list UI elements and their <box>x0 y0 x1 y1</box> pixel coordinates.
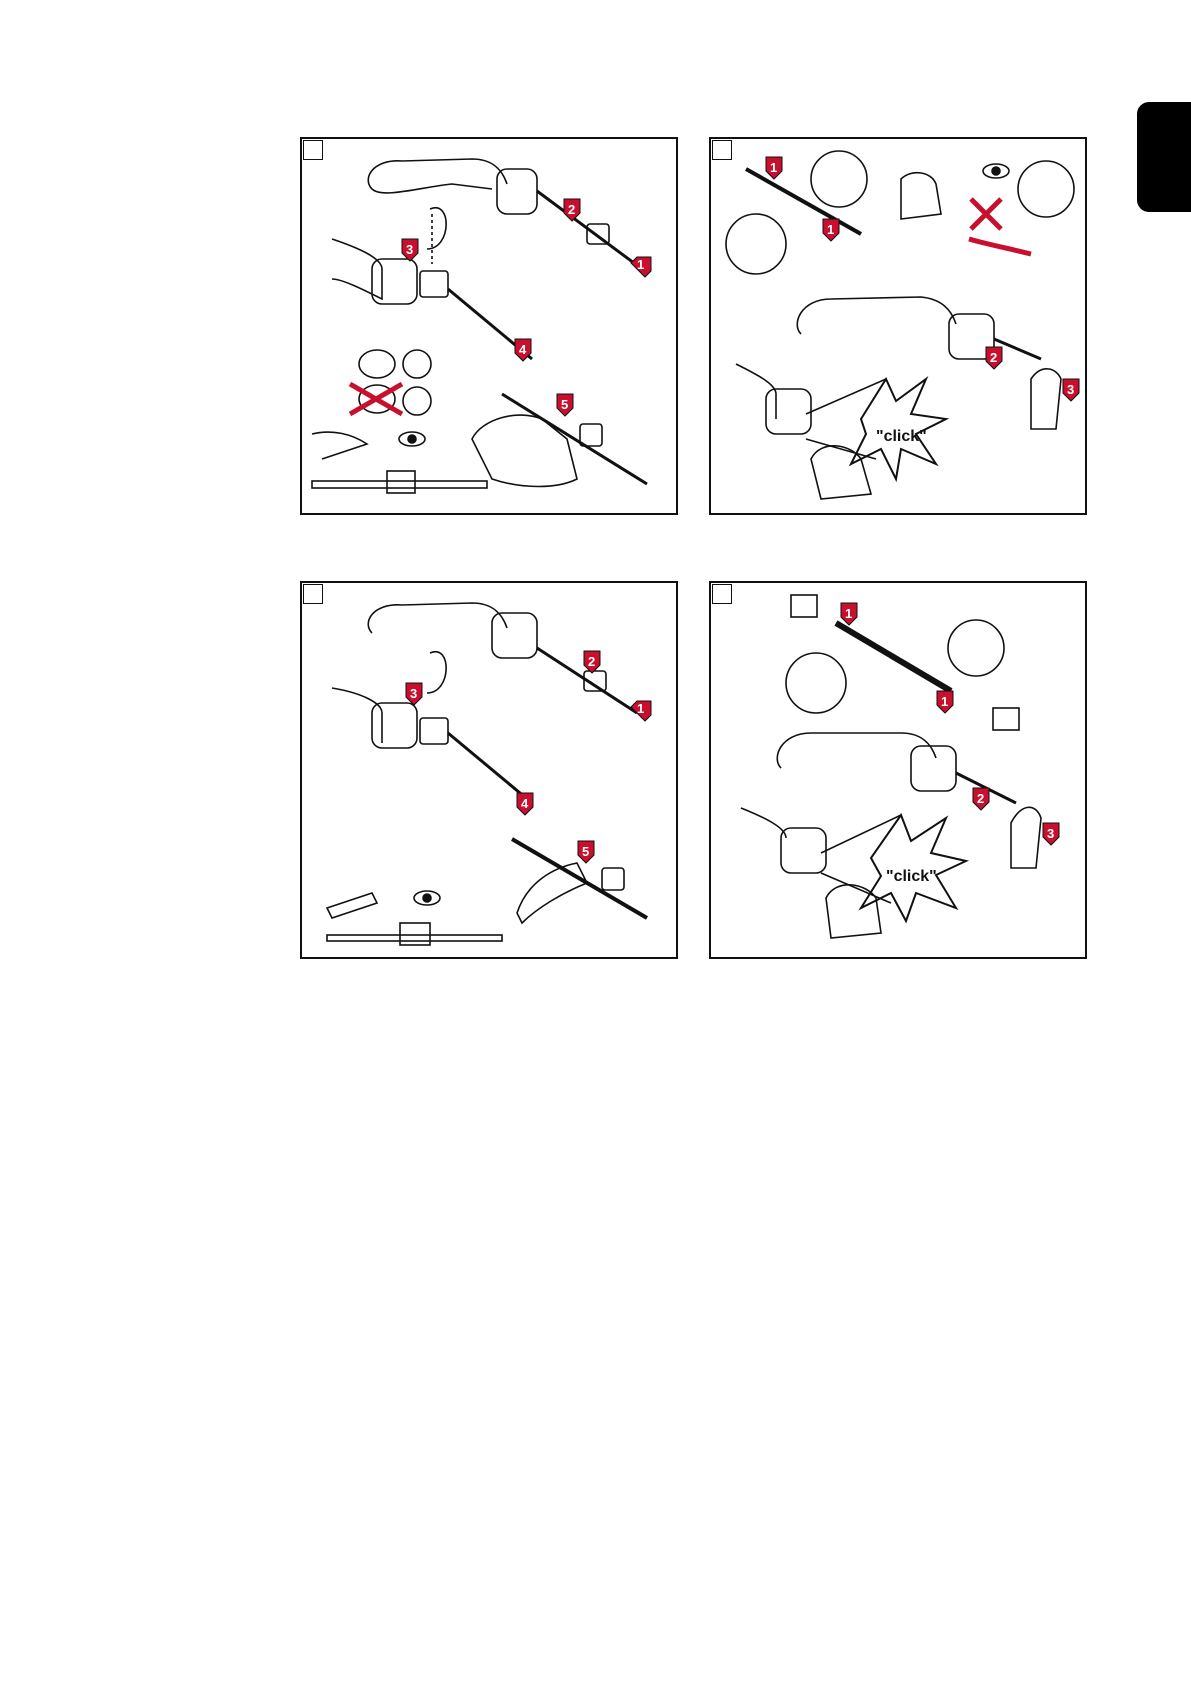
hand-icon <box>826 885 881 938</box>
step-number: 4 <box>521 796 529 811</box>
cross-icon <box>971 199 1001 229</box>
step-number: 2 <box>568 202 575 217</box>
gauge-icon <box>312 481 487 488</box>
step-number: 5 <box>582 844 589 859</box>
liner-end-icon <box>726 214 786 274</box>
step-number: 2 <box>588 654 595 669</box>
hand-icon <box>811 446 871 499</box>
step-number: 1 <box>770 160 777 175</box>
step-number: 5 <box>561 397 568 412</box>
click-callout: "click" <box>886 868 937 885</box>
illustration-panel-3: 1 2 3 4 5 <box>300 581 678 959</box>
illustration-panel-1: 1 2 3 4 5 <box>300 137 678 515</box>
hand-icon <box>1031 369 1061 429</box>
step-number: 1 <box>845 606 852 621</box>
click-callout: "click" <box>876 428 927 445</box>
pencil-sharpener-icon <box>791 595 817 617</box>
torch-icon <box>368 603 507 633</box>
step-number: 3 <box>410 686 417 701</box>
step-number: 3 <box>406 242 413 257</box>
step-number: 3 <box>1047 826 1054 841</box>
step-number: 1 <box>637 701 644 716</box>
section-tab <box>1137 102 1191 212</box>
step-markers: 1 1 2 3 <box>766 157 1079 401</box>
step-number: 3 <box>1067 382 1074 397</box>
gauge-icon <box>327 935 502 941</box>
illustration-panel-2: 1 1 2 3 "click" <box>709 137 1087 515</box>
hand-icon <box>472 415 577 486</box>
step-number: 1 <box>941 694 948 709</box>
liner-install-illustration-1: 1 2 3 4 5 <box>302 139 678 515</box>
liner-end-icon <box>786 653 846 713</box>
liner-install-illustration-4: 1 1 2 3 "click" <box>711 583 1087 959</box>
step-number: 2 <box>977 791 984 806</box>
step-markers: 1 2 3 4 5 <box>402 199 651 416</box>
torch-icon <box>368 159 507 189</box>
side-cutter-icon <box>312 432 367 459</box>
step-number: 2 <box>990 350 997 365</box>
liner-install-illustration-2: 1 1 2 3 "click" <box>711 139 1087 515</box>
illustration-panel-4: 1 1 2 3 "click" <box>709 581 1087 959</box>
cutter-knife-icon <box>327 893 377 918</box>
step-number: 1 <box>827 222 834 237</box>
step-number: 1 <box>637 257 644 272</box>
liner-install-illustration-3: 1 2 3 4 5 <box>302 583 678 959</box>
hand-icon <box>1011 807 1041 868</box>
step-number: 4 <box>519 342 527 357</box>
